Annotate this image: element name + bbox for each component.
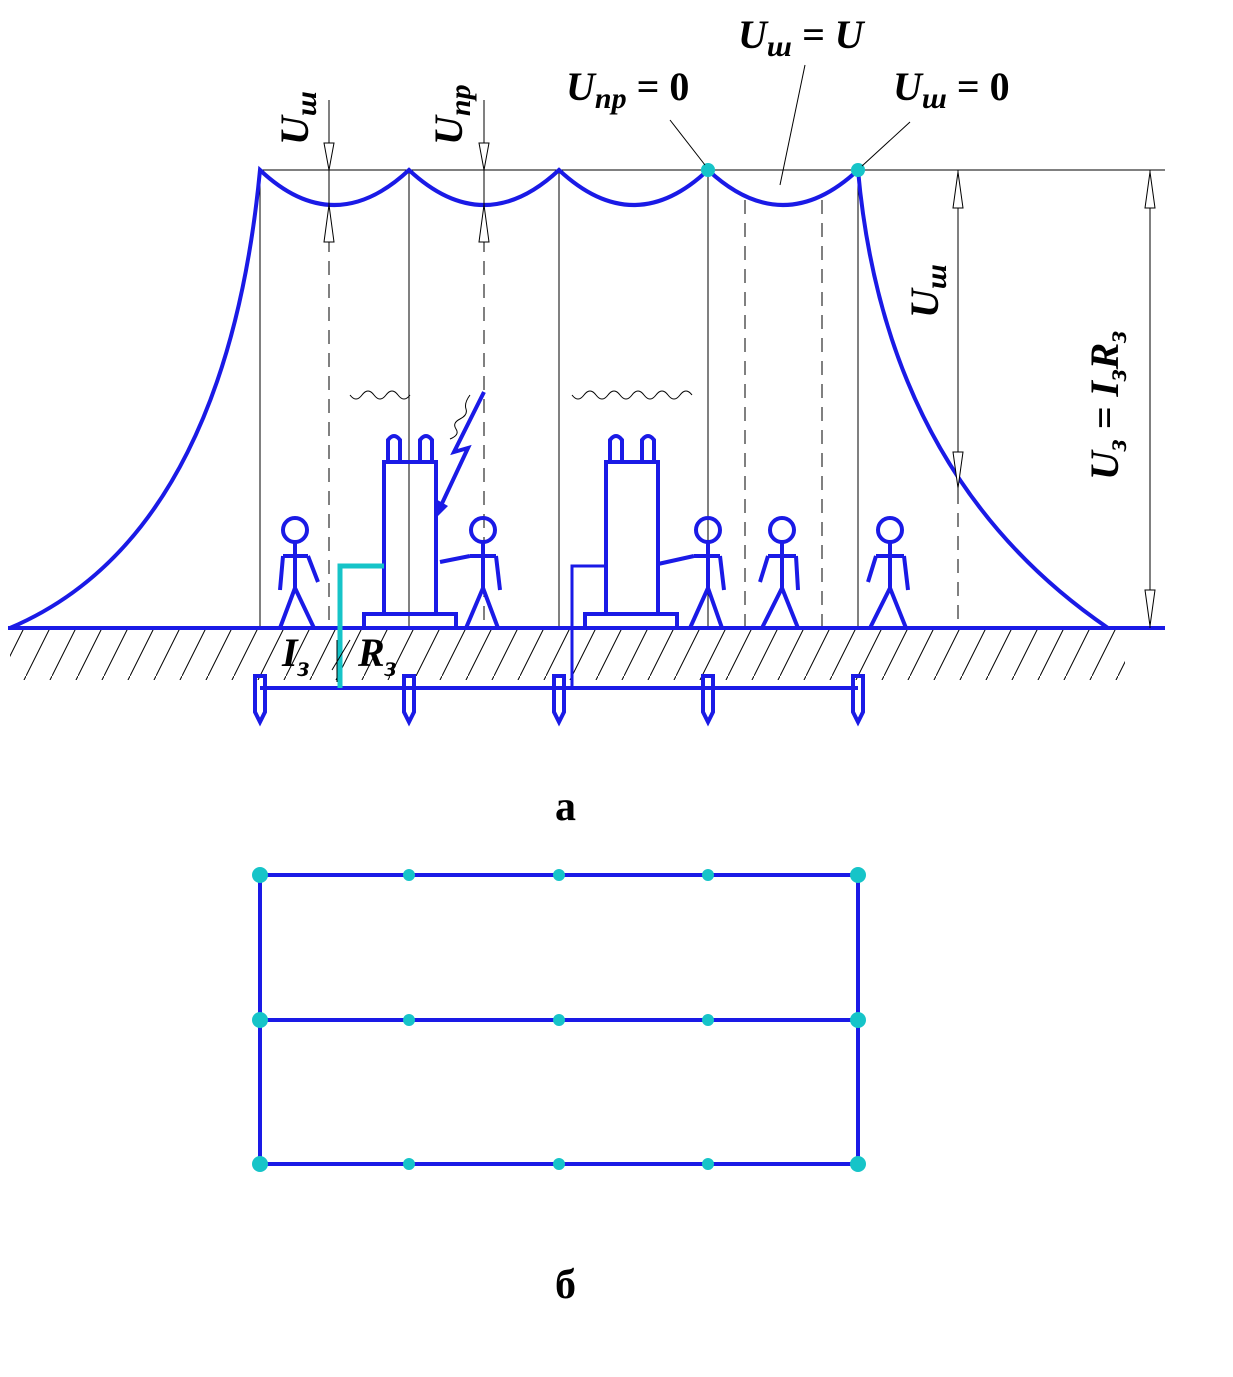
label-u-z-formula: Uз = IзRз: [1082, 331, 1133, 480]
grid-node: [252, 1012, 268, 1028]
grounding-conductor-right: [570, 564, 606, 688]
label-i-z: Iз: [281, 630, 310, 683]
midpoint-dashed-lines: [328, 200, 959, 630]
person-1: [278, 516, 320, 629]
label-u-sh-zero: Uш = 0: [893, 64, 1010, 115]
person-3: [657, 516, 726, 629]
grid-node: [702, 869, 714, 881]
person-2: [439, 516, 502, 629]
part-b: б: [252, 867, 866, 1308]
grid-node: [702, 1158, 714, 1170]
grid-node: [553, 1158, 565, 1170]
caption-b: б: [555, 1262, 576, 1308]
vertical-rods: [253, 674, 865, 727]
caption-a: а: [555, 784, 576, 830]
person-4: [758, 516, 800, 629]
grid-node: [850, 1156, 866, 1172]
grid-node: [702, 1014, 714, 1026]
node-u-sh-zero: [851, 163, 865, 177]
grid-node: [403, 1158, 415, 1170]
label-u-pr-zero: Uпр = 0: [566, 64, 689, 115]
grid-node: [553, 869, 565, 881]
electrode-verticals: [259, 170, 859, 630]
potential-curve: [9, 165, 1110, 630]
grid-node: [252, 867, 268, 883]
label-u-sh-right: Uш: [902, 264, 953, 318]
node-u-pr-zero: [701, 163, 715, 177]
label-u-sh-left: Uш: [272, 91, 323, 145]
label-u-sh-eq-u: Uш = U: [738, 12, 866, 63]
part-a: Uш Uпр Uпр = 0 Uш = U Uш = 0 Uш Uз = IзR…: [8, 12, 1165, 830]
dimension-arrows: [323, 100, 1156, 628]
grid-node: [850, 867, 866, 883]
equipment-right: [583, 434, 679, 630]
grid-node: [850, 1012, 866, 1028]
grid-node: [553, 1014, 565, 1026]
fault-lightning-icon: [436, 391, 486, 513]
grounding-conductor-left: [337, 563, 384, 688]
equipment-left: [362, 434, 458, 630]
grid-node: [403, 1014, 415, 1026]
insulator-squiggle-2: [571, 390, 693, 400]
grid-node: [403, 869, 415, 881]
grid-nodes: [252, 867, 866, 1172]
label-u-pr-top: Uпр: [426, 84, 477, 145]
earth-hatching: [10, 630, 1125, 680]
grid-node: [252, 1156, 268, 1172]
person-5: [866, 516, 910, 629]
label-r-z: Rз: [357, 630, 397, 683]
insulator-squiggle: [349, 390, 471, 440]
